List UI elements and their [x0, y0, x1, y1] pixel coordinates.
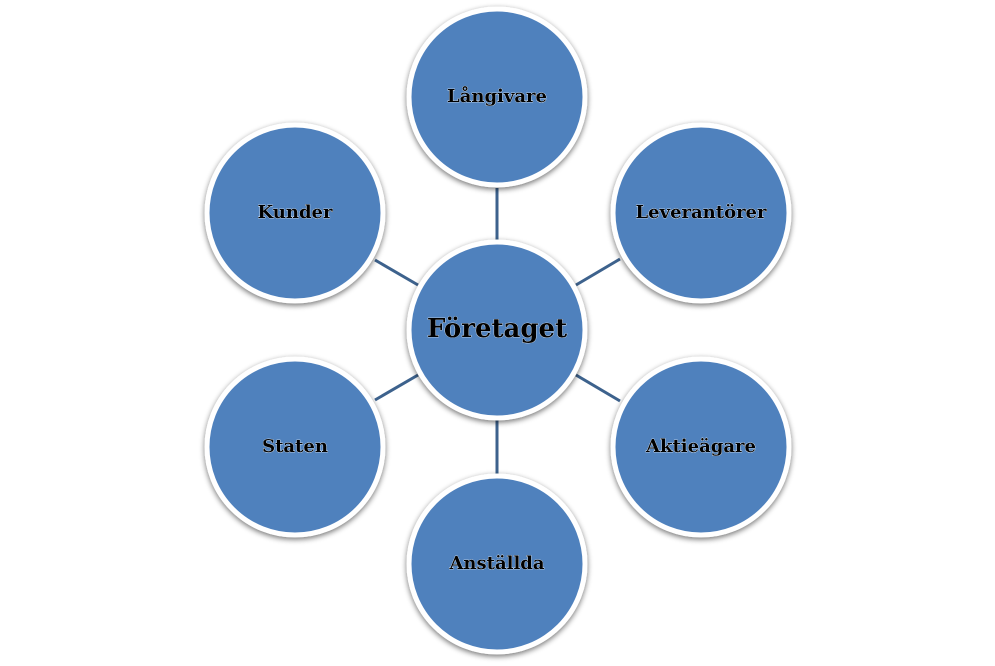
node-circle	[610, 356, 792, 538]
node-leverantorer: Leverantörer	[610, 122, 792, 304]
node-label: Aktieägare	[645, 436, 756, 457]
node-circle	[406, 6, 588, 188]
node-aktieagare: Aktieägare	[610, 356, 792, 538]
node-label: Leverantörer	[636, 202, 768, 223]
node-label: Långivare	[447, 84, 547, 107]
center-label: Företaget	[427, 314, 567, 344]
node-circle	[406, 473, 588, 655]
node-label: Anställda	[448, 553, 544, 574]
center-circle	[406, 239, 588, 421]
node-circle	[610, 122, 792, 304]
node-kunder: Kunder	[204, 122, 386, 304]
node-center-foretaget: Företaget	[406, 239, 588, 421]
node-anstallda: Anställda	[406, 473, 588, 655]
node-circle	[204, 356, 386, 538]
connector-staten	[374, 373, 419, 402]
node-label: Staten	[262, 436, 328, 457]
node-label: Kunder	[258, 202, 333, 223]
connectors	[374, 188, 621, 474]
node-langivare: Långivare	[406, 6, 588, 188]
node-circle	[204, 122, 386, 304]
connector-leverantorer	[575, 257, 621, 287]
node-staten: Staten	[204, 356, 386, 538]
connector-aktieagare	[575, 373, 621, 403]
connector-kunder	[374, 258, 419, 287]
